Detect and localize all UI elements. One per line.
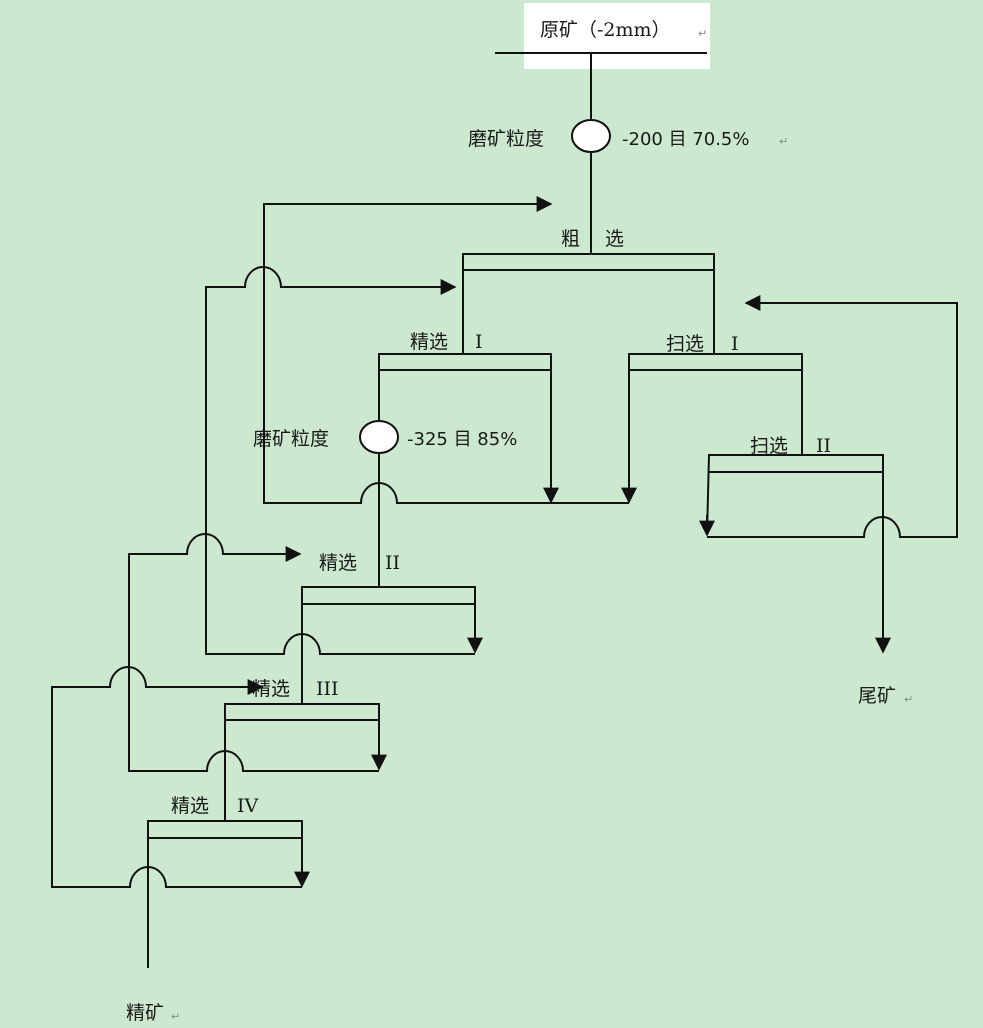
para-mark: ↵ (904, 693, 913, 706)
feed-label: 原矿（-2mm） (540, 19, 671, 41)
cleaner-2-cell (301, 586, 483, 704)
scavenger-1-suffix: I (731, 333, 739, 355)
grind-2-spec: -325 目 85% (407, 429, 517, 450)
grind-1-label: 磨矿粒度 (468, 128, 544, 150)
feed-box (524, 3, 710, 69)
cleaner-2-name: 精选 (319, 552, 357, 574)
cleaner-3-cell (224, 703, 387, 821)
recycle-to-cleaner-2-line (128, 533, 379, 772)
cleaner-4-cell (147, 820, 310, 968)
scavenger-2-suffix: II (816, 435, 831, 457)
cleaner-1-cell (378, 353, 559, 504)
rougher-name: 粗 (561, 228, 580, 250)
para-mark: ↵ (698, 27, 707, 40)
cleaner-1-name: 精选 (410, 331, 448, 353)
cleaner-3-suffix: III (316, 678, 339, 700)
scavenger-1-cell (628, 353, 803, 502)
para-mark: ↵ (779, 135, 788, 148)
recycle-to-cleaner-3-line (51, 666, 302, 888)
cleaner-4-name: 精选 (171, 795, 209, 817)
rougher-suffix: 选 (605, 228, 624, 250)
para-mark: ↵ (171, 1010, 180, 1023)
grinding-mill-1-icon (571, 119, 611, 153)
concentrate-label: 精矿 (126, 1002, 164, 1024)
grind-1-spec: -200 目 70.5% (622, 129, 749, 150)
cleaner-3-name: 精选 (252, 678, 290, 700)
scavenger-1-name: 扫选 (666, 333, 704, 355)
cleaner-4-suffix: IV (237, 795, 259, 817)
recycle-to-rougher-line (263, 196, 629, 504)
scavenger-2-cell (706, 454, 891, 654)
rougher-cell (462, 253, 715, 354)
grinding-mill-2-icon (359, 420, 399, 454)
tailings-label: 尾矿 (858, 685, 896, 707)
cleaner-2-suffix: II (385, 552, 400, 574)
cleaner-1-suffix: I (475, 331, 483, 353)
recycle-to-scavenger-1-line (707, 295, 958, 538)
scavenger-2-name: 扫选 (750, 435, 788, 457)
recycle-to-cleaner-1-line (205, 266, 475, 655)
grind-2-label: 磨矿粒度 (253, 428, 329, 450)
